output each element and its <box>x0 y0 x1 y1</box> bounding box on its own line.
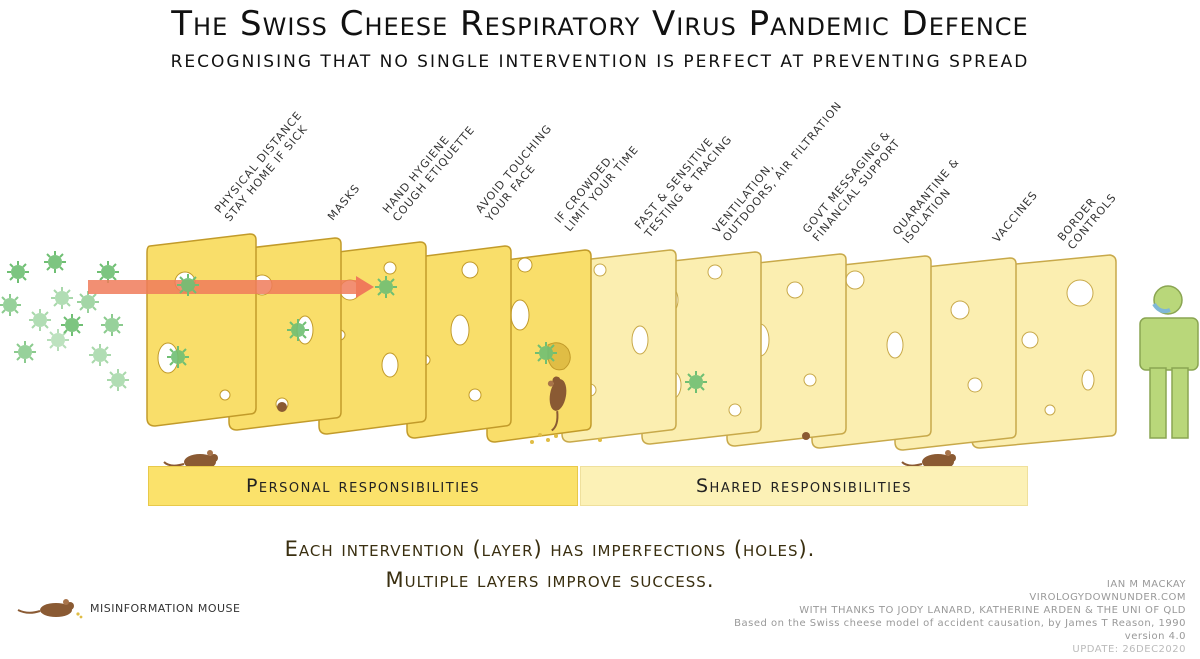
credit-author: IAN M MACKAY <box>1106 579 1186 590</box>
credit-version: version 4.0 <box>1124 631 1186 642</box>
protected-person <box>1139 285 1199 439</box>
key-message-line-2: Multiple layers improve success. <box>385 568 715 592</box>
shared-responsibilities-band: Shared responsibilities <box>580 466 1028 506</box>
mouse-legend-label: Misinformation mouse <box>90 601 241 615</box>
personal-responsibilities-band: Personal responsibilities <box>148 466 578 506</box>
misinformation-mice <box>163 374 957 471</box>
key-message-line-1: Each intervention (layer) has imperfecti… <box>284 537 816 561</box>
credit-based-on: Based on the Swiss cheese model of accid… <box>734 618 1186 629</box>
page-title: The Swiss Cheese Respiratory Virus Pande… <box>171 4 1029 44</box>
page-subtitle: RECOGNISING THAT NO SINGLE INTERVENTION … <box>170 52 1030 72</box>
mouse-legend: Misinformation mouse <box>14 596 240 620</box>
cheese-slices <box>146 233 1117 451</box>
credit-update: UPDATE: 26DEC2020 <box>1072 644 1186 655</box>
credit-site: VIROLOGYDOWNUNDER.COM <box>1029 592 1186 603</box>
virus-cloud <box>0 250 130 392</box>
key-message: Each intervention (layer) has imperfecti… <box>200 534 900 596</box>
cheese-slice-avoid-touching <box>406 245 512 439</box>
credits: IAN M MACKAY VIROLOGYDOWNUNDER.COM WITH … <box>666 578 1186 656</box>
cheese-slice-physical-distance <box>146 233 257 427</box>
transmission-arrow <box>88 276 374 298</box>
credit-thanks: WITH THANKS TO JODY LANARD, KATHERINE AR… <box>799 605 1186 616</box>
mouse-icon <box>17 599 83 619</box>
